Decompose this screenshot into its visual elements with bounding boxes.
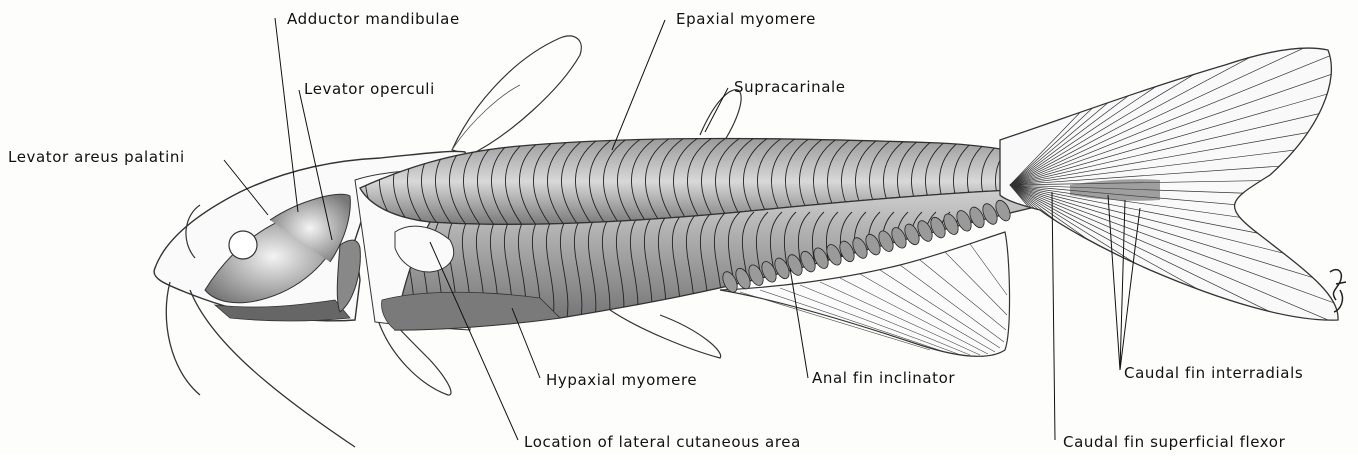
eye	[229, 231, 257, 259]
hypaxial-myomere-line	[1008, 212, 1020, 335]
label-levator-operculi: Levator operculi	[304, 80, 435, 98]
hypaxial-myomere-line	[1022, 212, 1034, 335]
label-caudal-fin-superficial-flexor: Caudal fin superficial flexor	[1063, 433, 1285, 451]
label-anal-fin-inclinator: Anal fin inclinator	[812, 369, 955, 387]
dorsal-fin	[452, 36, 581, 155]
label-caudal-fin-interradials: Caudal fin interradials	[1124, 364, 1303, 382]
label-adductor-mandibulae: Adductor mandibulae	[287, 10, 460, 28]
hypaxial-myomere-line	[1036, 212, 1048, 335]
label-supracarinale: Supracarinale	[734, 78, 846, 96]
pelvic-fin	[610, 310, 721, 358]
label-levator-arcus-palatini: Levator areus palatini	[8, 148, 185, 166]
adipose-fin	[700, 90, 741, 140]
label-hypaxial-myomere: Hypaxial myomere	[546, 371, 697, 389]
maxillary-barbel	[166, 282, 200, 395]
label-location-lateral-cutaneous-area: Location of lateral cutaneous area	[524, 433, 801, 451]
label-epaxial-myomere: Epaxial myomere	[676, 10, 816, 28]
